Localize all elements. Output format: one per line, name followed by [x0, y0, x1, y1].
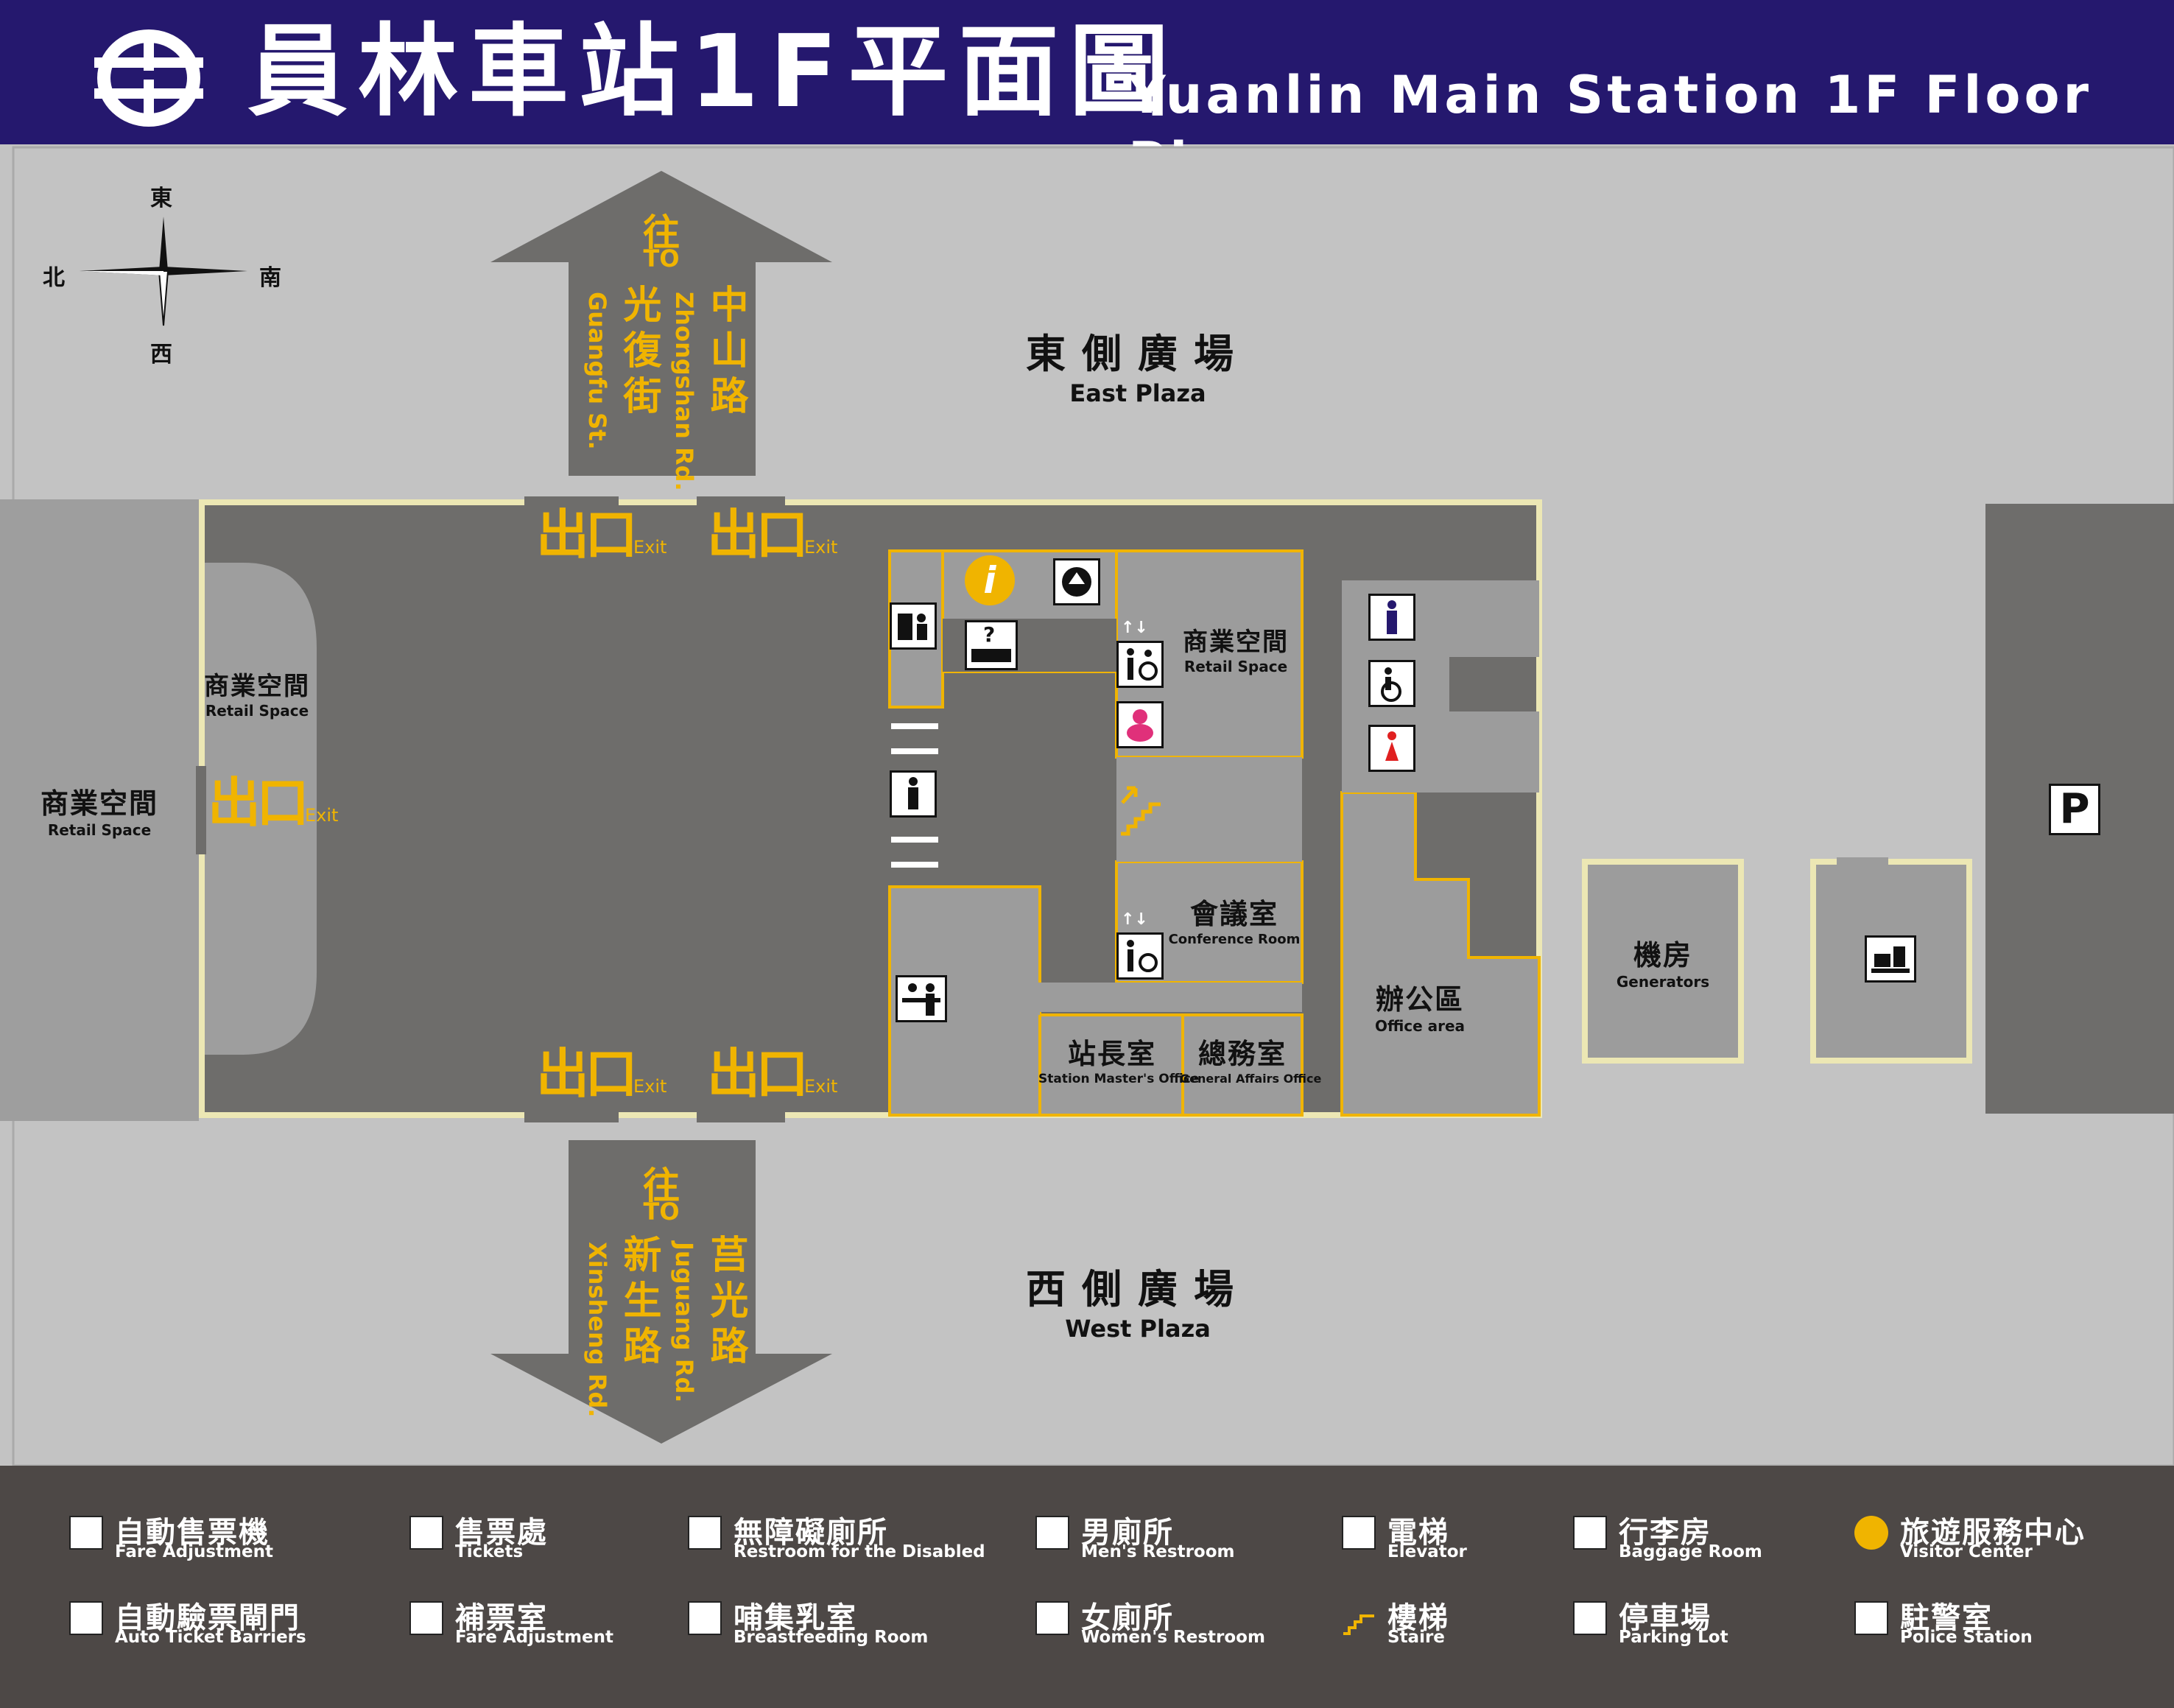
parking-icon: P	[2049, 784, 2100, 835]
top-direction-to-en: TO	[643, 245, 680, 273]
outer-retail-block	[0, 499, 199, 1121]
bottom-road1-zh: 莒光路	[703, 1234, 747, 1371]
baggage-icon	[1865, 935, 1916, 983]
generators-room	[1582, 859, 1744, 1064]
page-title-zh: 員林車站1F平面圖	[247, 14, 1180, 130]
elevator-arrows-lower-icon: ↑↓	[1121, 910, 1148, 929]
ticket-counter-icon	[896, 975, 947, 1022]
info-icon: i	[965, 555, 1015, 605]
svg-text:?: ?	[983, 622, 995, 647]
top-road1-en: Zhongshan Rd.	[670, 292, 698, 491]
east-plaza-label: 東側廣場 East Plaza	[1016, 321, 1259, 407]
police-icon	[1854, 1601, 1888, 1635]
exit-sign-left: 出口Exit	[208, 772, 339, 834]
compass-north-label: 北	[43, 265, 65, 291]
west-plaza-label: 西側廣場 West Plaza	[1016, 1257, 1259, 1343]
ticket-gate-icon	[890, 770, 937, 818]
compass-east-label: 東	[150, 186, 172, 211]
ticket-counter-icon	[409, 1516, 443, 1550]
fare-adjustment-icon	[409, 1601, 443, 1635]
bottom-road1-en: Juguang Rd.	[670, 1242, 698, 1403]
elevator-arrows-icon: ↑↓	[1121, 619, 1148, 637]
women-restroom-icon	[1035, 1601, 1069, 1635]
ticket-machine-icon	[69, 1516, 103, 1550]
compass-west-label: 西	[150, 342, 172, 368]
bottom-road2-zh: 新生路	[616, 1234, 661, 1371]
east-plaza-en: East Plaza	[1069, 379, 1206, 407]
exit-sign-top-left: 出口Exit	[536, 504, 667, 566]
parking-icon	[1573, 1601, 1607, 1635]
top-direction-to-zh: 往	[643, 211, 680, 254]
breastfeeding-icon	[1116, 701, 1164, 748]
baggage-icon	[1573, 1516, 1607, 1550]
info-icon	[1854, 1516, 1888, 1550]
exit-sign-bottom-right: 出口Exit	[707, 1043, 838, 1105]
women-restroom-icon	[1368, 725, 1415, 772]
exit-sign-top-right: 出口Exit	[707, 504, 838, 566]
floor-plan-map	[0, 146, 2174, 1466]
police-icon	[1053, 558, 1100, 605]
compass-icon	[80, 217, 247, 326]
elevator-icon	[1116, 932, 1164, 980]
top-road2-en: Guangfu St.	[583, 292, 611, 450]
breastfeeding-icon	[688, 1601, 722, 1635]
taiwan-railway-logo	[94, 29, 203, 127]
south-direction-arrow	[490, 1140, 832, 1444]
wheelchair-icon	[688, 1516, 722, 1550]
main-hall	[205, 505, 1536, 1112]
bottom-direction-to-zh: 往	[643, 1164, 680, 1207]
bottom-direction-to-en: TO	[643, 1198, 680, 1226]
exit-sign-bottom-left: 出口Exit	[536, 1043, 667, 1105]
disabled-restroom-icon	[1368, 660, 1415, 707]
elevator-icon	[1342, 1516, 1376, 1550]
ticket-machine-icon	[890, 602, 937, 650]
top-road2-zh: 光復街	[616, 284, 661, 421]
header-bar: 員林車站1F平面圖 Yuanlin Main Station 1F Floor …	[0, 0, 2174, 191]
west-plaza-zh: 西側廣場	[1026, 1266, 1250, 1312]
west-plaza-en: West Plaza	[1065, 1315, 1211, 1343]
compass-south-label: 南	[259, 265, 281, 291]
stairs-icon	[1342, 1601, 1376, 1635]
fare-adjustment-icon: ?	[965, 620, 1018, 670]
wheelchair-icon	[1116, 641, 1164, 688]
north-direction-arrow	[490, 171, 832, 476]
inner-retail-block	[205, 563, 317, 1055]
east-plaza-zh: 東側廣場	[1026, 331, 1250, 377]
ticket-gate-icon	[69, 1601, 103, 1635]
men-restroom-icon	[1368, 594, 1415, 641]
stairs-icon	[1118, 781, 1164, 837]
bottom-road2-en: Xinsheng Rd.	[583, 1242, 611, 1418]
top-road1-zh: 中山路	[703, 284, 747, 421]
men-restroom-icon	[1035, 1516, 1069, 1550]
